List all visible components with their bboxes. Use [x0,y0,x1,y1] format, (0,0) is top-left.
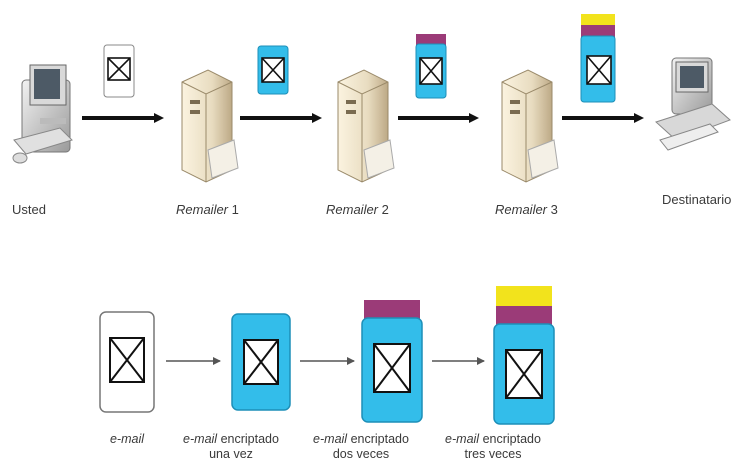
caption-encrypted-twice-rest: encriptado [347,432,409,446]
remailer-2-number: 2 [381,202,389,217]
encrypted-three-times-envelope-icon [580,14,616,103]
encrypted-twice-envelope-icon [415,34,447,99]
remailer-1-label: Remailer 1 [176,202,239,217]
remailer-2-name: Remailer [326,202,379,217]
sender-computer-icon [12,64,73,164]
encrypted-twice-card [361,300,423,423]
remailer-3-number: 3 [550,202,558,217]
remailer-1-name: Remailer [176,202,229,217]
caption-encrypted-three-times-line2: tres veces [464,447,522,461]
caption-encrypted-twice: e-mail encriptado dos veces [276,432,446,462]
remailer-1-number: 1 [231,202,239,217]
plain-envelope-icon [103,44,135,98]
remailer-2-label: Remailer 2 [326,202,389,217]
recipient-label: Destinatario [662,192,732,207]
caption-encrypted-once-italic: e-mail [183,432,218,446]
caption-encrypted-twice-italic: e-mail [313,432,348,446]
plain-email-card [99,311,155,413]
remailer-2-server-icon [337,69,395,183]
caption-encrypted-three-times: e-mail encriptado tres veces [408,432,578,462]
remailer-3-server-icon [501,69,559,183]
sender-label: Usted [12,202,46,217]
caption-plain-email-italic: e-mail [109,432,145,446]
encrypted-once-card [231,313,291,411]
caption-encrypted-three-times-italic: e-mail [445,432,480,446]
recipient-computer-icon [655,57,731,151]
remailer-1-server-icon [181,69,239,183]
caption-plain-email: e-mail [100,432,154,447]
caption-encrypted-once: e-mail encriptado una vez [146,432,316,462]
remailer-3-name: Remailer [495,202,548,217]
caption-encrypted-once-line2: una vez [209,447,253,461]
caption-encrypted-twice-line2: dos veces [332,447,390,461]
remailer-3-label: Remailer 3 [495,202,558,217]
encrypted-once-envelope-icon [257,45,289,95]
encrypted-three-times-card [493,286,555,425]
caption-encrypted-three-times-rest: encriptado [479,432,541,446]
caption-encrypted-once-rest: encriptado [217,432,279,446]
